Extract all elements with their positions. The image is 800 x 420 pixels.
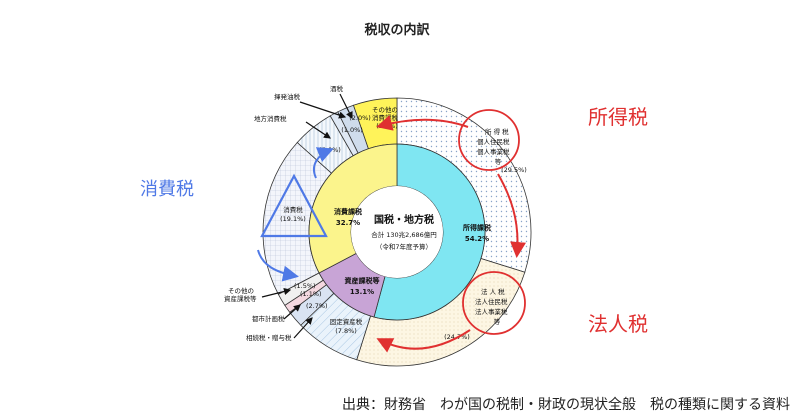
inner-label-income: 所得課税 [463,223,491,232]
outer-label-income-4: 等 [495,157,502,166]
income-highlight-circle [458,109,520,171]
outer-label-other-consumption-2: 消費課税 [372,113,399,122]
outer-pct-volatile: (2.0%) [349,114,371,122]
outer-label-income-3: 個人事業税 [477,147,510,156]
consumption-highlight-triangle [260,173,328,238]
inner-pct-consumption: 32.7% [336,219,360,227]
corp-highlight-circle [462,271,526,335]
outer-label-corp-2: 法人住民税 [475,297,508,306]
outer-label-income-1: 所 得 税 [485,127,509,136]
inner-pct-asset: 13.1% [350,288,374,296]
outer-label-fixed: 固定資産税 [330,317,363,326]
callout-other-asset-1: その他の [228,286,254,295]
outer-pct-income: (29.5%) [501,166,527,174]
outer-pct-consumption: (19.1%) [280,215,306,223]
callout-local-consumption: 地方消費税 [254,114,287,123]
callout-city-planning: 都市計画税 [252,314,285,323]
callout-other-asset-pct: (1.5%) [294,282,316,290]
arrow-consumption-down [257,249,299,282]
annotation-income-tax: 所得税 [588,105,648,129]
callout-inheritance-pct: (2.7%) [306,302,328,310]
callout-inheritance: 相続税・贈与税 [246,333,292,342]
callout-liquor: 酒税 [330,84,344,93]
callout-city-pct: (1.1%) [300,290,322,298]
annotation-consumption-tax: 消費税 [140,179,194,200]
inner-label-consumption: 消費課税 [334,207,362,216]
center-note: （令和7年度予算） [376,242,432,251]
center-title: 国税・地方税 [374,213,434,226]
callout-other-asset-2: 資産課税等 [224,294,257,303]
outer-pct-liquor: (1.0%) [341,126,363,134]
outer-label-consumption: 消費税 [283,205,303,214]
source-citation: 出典：財務省 わが国の税制・財政の現状全般 税の種類に関する資料 [342,397,790,413]
arrow-corp-to-fixed [376,329,471,353]
outer-label-income-2: 個人住民税 [477,137,510,146]
outer-label-corp-4: 等 [494,317,501,326]
inner-pct-income: 54.2% [465,235,489,243]
outer-label-corp-1: 法 人 税 [481,287,505,296]
arrow-income-to-corp [497,173,527,258]
center-total: 合計 130兆2,686億円 [371,230,437,239]
callout-volatile: 揮発油税 [274,92,301,101]
arrow-consumption-up [312,147,334,179]
outer-label-corp-3: 法人事業税 [475,307,508,316]
outer-label-other-consumption-1: その他の [372,105,398,114]
inner-label-asset: 資産課税等 [345,276,380,285]
annotation-corporate-tax: 法人税 [588,312,648,336]
center-hole [351,186,443,278]
arrow-income-to-other [376,115,469,131]
outer-pct-fixed: (7.8%) [335,327,357,335]
chart-title: 税収の内訳 [364,22,430,38]
